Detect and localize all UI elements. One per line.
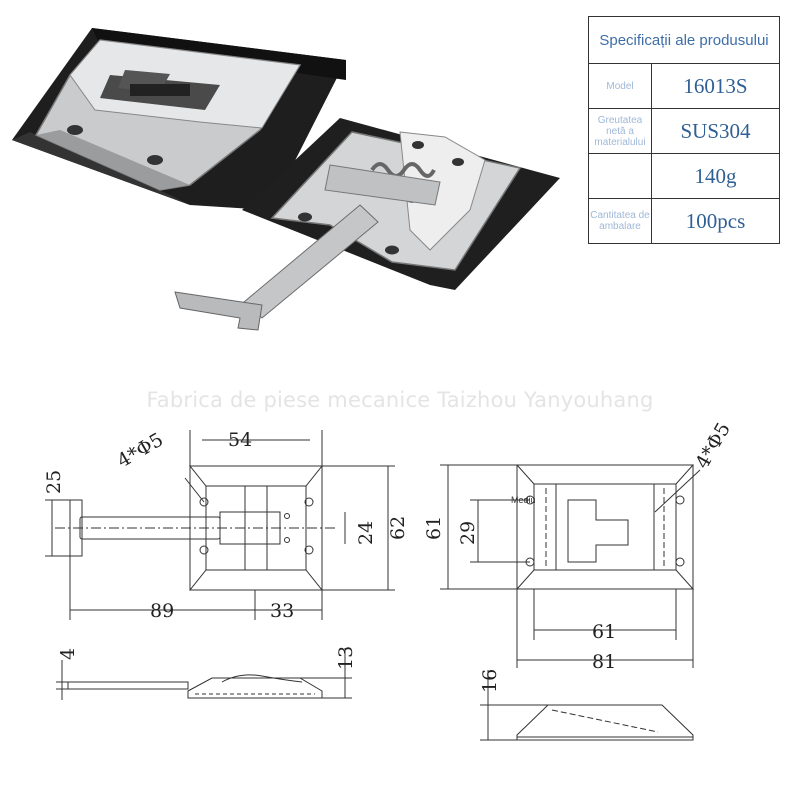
dim-29: 29	[457, 521, 479, 545]
dim-89: 89	[150, 600, 174, 622]
dim-33: 33	[270, 600, 294, 622]
dim-16: 16	[479, 669, 501, 693]
spec-label	[588, 153, 652, 199]
spec-label: Greutatea netă a materialului	[588, 108, 652, 154]
spec-title: Specificații ale produsului	[588, 16, 780, 64]
spec-row: Greutatea netă a materialului SUS304	[588, 108, 780, 154]
dim-24: 24	[355, 521, 377, 545]
dim-61-height: 61	[423, 516, 445, 540]
spec-value: 16013S	[651, 63, 780, 109]
front-view	[45, 430, 395, 620]
keeper-side-view	[480, 670, 694, 741]
watermark-text: Fabrica de piese mecanice Taizhou Yanyou…	[146, 388, 654, 412]
latch-photo	[174, 118, 560, 331]
spec-value: 100pcs	[651, 198, 780, 244]
product-photo	[12, 28, 560, 331]
spec-row: 140g	[588, 153, 780, 199]
spec-row: Model 16013S	[588, 63, 780, 109]
spec-value: 140g	[651, 153, 780, 199]
dim-62: 62	[387, 516, 409, 540]
dim-81: 81	[592, 651, 616, 673]
spec-row: Cantitatea de ambalare 100pcs	[588, 198, 780, 244]
technical-drawing: 54 4*Φ5 25 24 62 89 33 4 13 4*Φ5 Mediu 6…	[43, 419, 735, 741]
keeper-center-label: Mediu	[511, 495, 536, 505]
keeper-view	[440, 464, 701, 668]
keeper-hole-label: 4*Φ5	[691, 419, 735, 473]
dim-25: 25	[43, 470, 65, 494]
spec-value: SUS304	[651, 108, 780, 154]
spec-label: Model	[588, 63, 652, 109]
keeper-photo	[12, 28, 346, 210]
dim-13: 13	[335, 646, 357, 670]
dim-54: 54	[228, 429, 252, 451]
dim-4: 4	[57, 648, 79, 660]
specification-table: Specificații ale produsului Model 16013S…	[588, 16, 780, 244]
dim-61-width: 61	[592, 621, 616, 643]
spec-label: Cantitatea de ambalare	[588, 198, 652, 244]
side-view	[56, 648, 352, 700]
hole-label: 4*Φ5	[114, 429, 168, 473]
